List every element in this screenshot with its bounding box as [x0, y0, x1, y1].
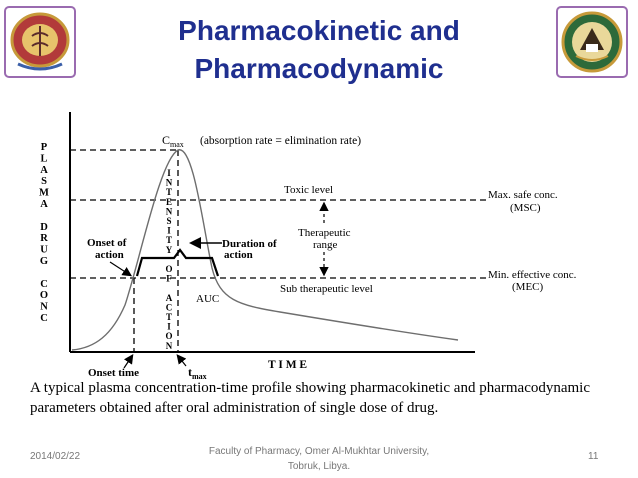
ylet-letter: U — [40, 245, 48, 256]
intens-letter: I — [167, 226, 171, 236]
mec-abbr: (MEC) — [512, 281, 544, 293]
ylet-letter: L — [40, 153, 47, 164]
onset-of-action-label-2: action — [95, 249, 124, 261]
ylet-letter: C — [40, 313, 48, 324]
university-seal-right-logo — [556, 6, 628, 78]
intens-letter: N — [166, 341, 173, 351]
mec-label: Min. effective conc. — [488, 269, 577, 281]
tmax-arrow — [176, 354, 187, 367]
ylet-letter: N — [40, 302, 48, 313]
intens-letter: T — [166, 312, 172, 322]
ylet-letter: O — [40, 290, 48, 301]
footer-date: 2014/02/22 — [30, 451, 81, 462]
onset-of-action-label-1: Onset of — [87, 237, 127, 249]
intens-letter: S — [166, 216, 171, 226]
concentration-curve — [71, 149, 459, 351]
intens-letter: E — [166, 197, 172, 207]
slide-title: Pharmacokinetic and Pharmacodynamic — [140, 12, 498, 88]
duration-bracket — [135, 248, 220, 277]
tmax-label: tmax — [188, 365, 207, 381]
msc-label: Max. safe conc. — [488, 189, 558, 201]
slide-title-line1: Pharmacokinetic and — [178, 15, 460, 46]
ylet-letter: A — [40, 199, 48, 210]
onset-time-arrow — [123, 354, 134, 369]
auc-label: AUC — [196, 293, 219, 305]
therapeutic-range-label-1: Therapeutic — [298, 227, 351, 239]
slide-title-line2: Pharmacodynamic — [194, 53, 444, 84]
intens-letter: C — [166, 302, 173, 312]
toxic-level-label: Toxic level — [284, 184, 333, 196]
cmax-note: (absorption rate = elimination rate) — [200, 135, 361, 147]
intens-letter: O — [165, 331, 172, 341]
cmax-label: Cmax — [162, 133, 184, 149]
msc-abbr: (MSC) — [510, 202, 541, 214]
ylet-letter: C — [40, 279, 48, 290]
footer-institution: Faculty of Pharmacy, Omer Al-Mukhtar Uni… — [208, 446, 430, 472]
onset-of-action-arrow — [109, 261, 133, 277]
footer-page-number: 11 — [588, 451, 599, 462]
sub-therapeutic-label: Sub therapeutic level — [280, 283, 373, 295]
intens-letter: Y — [166, 245, 173, 255]
duration-of-action-label-1: Duration of — [222, 238, 277, 250]
ylet-letter: A — [40, 165, 48, 176]
x-axis-label: T I M E — [268, 359, 307, 371]
intens-letter: N — [166, 206, 173, 216]
onset-time-label: Onset time — [88, 367, 139, 379]
intens-letter: T — [166, 235, 172, 245]
intens-letter: N — [166, 178, 173, 188]
ylet-letter: S — [41, 176, 47, 187]
duration-of-action-label-2: action — [224, 249, 253, 261]
therapeutic-range-label-2: range — [313, 239, 338, 251]
ylet-letter: P — [41, 142, 48, 153]
intens-letter: A — [166, 293, 173, 303]
ylet-letter: M — [39, 188, 49, 199]
intens-letter: O — [165, 264, 172, 274]
intens-letter: I — [167, 322, 171, 332]
intens-letter: F — [166, 274, 172, 284]
ylet-letter: D — [40, 222, 48, 233]
university-seal-left-logo — [4, 6, 76, 78]
intens-letter: T — [166, 187, 172, 197]
intens-letter: I — [167, 168, 171, 178]
figure-caption: A typical plasma concentration-time prof… — [30, 380, 590, 416]
ylet-letter: R — [40, 233, 48, 244]
ylet-letter: G — [40, 256, 48, 267]
